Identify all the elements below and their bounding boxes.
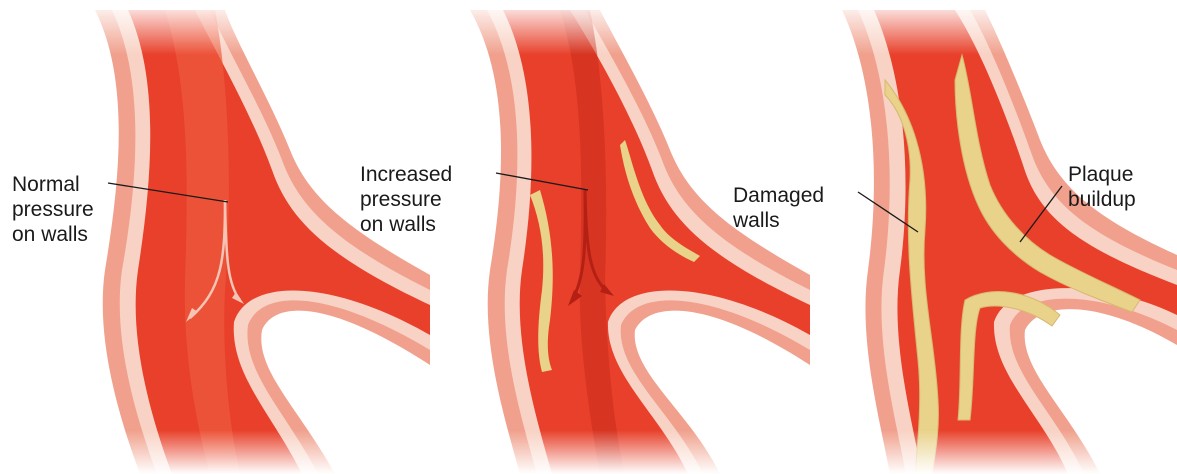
label-line: walls <box>733 208 824 233</box>
label-increased-pressure: Increased pressure on walls <box>360 162 452 237</box>
label-line: Plaque <box>1068 162 1136 187</box>
fade-bottom <box>0 430 1177 474</box>
label-line: Damaged <box>733 183 824 208</box>
label-normal-pressure: Normal pressure on walls <box>12 172 94 247</box>
label-damaged-walls: Damaged walls <box>733 183 824 233</box>
panel-normal <box>95 10 430 474</box>
panel-damaged <box>842 10 1177 474</box>
label-line: on walls <box>12 222 94 247</box>
label-line: Increased <box>360 162 452 187</box>
label-line: pressure <box>12 197 94 222</box>
label-line: buildup <box>1068 187 1136 212</box>
label-line: on walls <box>360 212 452 237</box>
fade-top <box>0 0 1177 55</box>
panel-increased <box>470 10 810 474</box>
label-line: Normal <box>12 172 94 197</box>
label-line: pressure <box>360 187 452 212</box>
label-plaque-buildup: Plaque buildup <box>1068 162 1136 212</box>
